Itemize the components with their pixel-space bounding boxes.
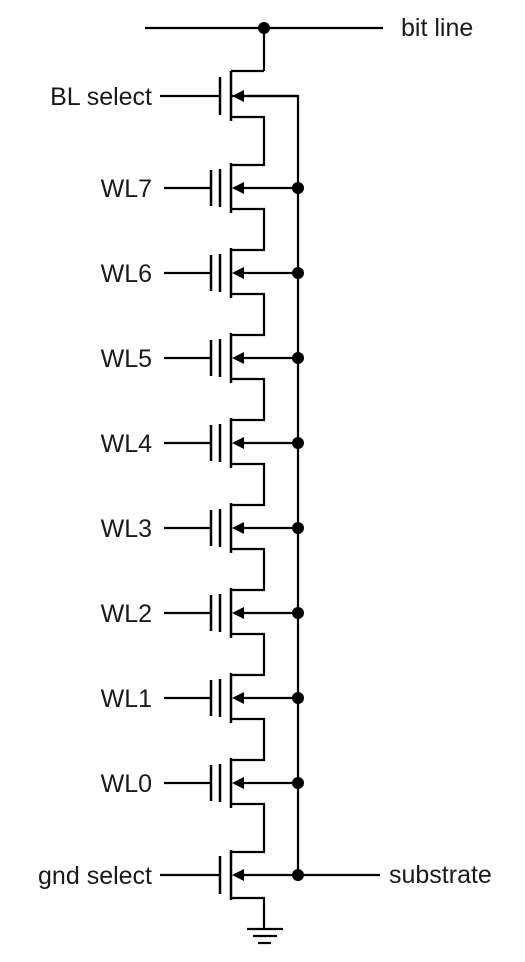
series-link-wire xyxy=(231,547,266,592)
junction-dot-icon xyxy=(292,352,304,364)
series-link-wire xyxy=(231,802,266,854)
body-arrow-icon xyxy=(232,692,244,704)
body-arrow-icon xyxy=(232,607,244,619)
body-arrow-icon xyxy=(232,869,244,881)
transistor-wl1 xyxy=(164,673,298,723)
wires-layer xyxy=(145,26,383,929)
gate-label: WL6 xyxy=(101,260,152,288)
junction-dot-icon xyxy=(292,692,304,704)
junctions-layer xyxy=(258,22,304,881)
transistor-gnd-select xyxy=(160,850,298,900)
transistor-wl7 xyxy=(164,163,298,213)
body-arrow-icon xyxy=(232,90,244,102)
labels-layer: bit line substrate BL selectWL7WL6WL5WL4… xyxy=(38,14,492,890)
junction-dot-icon xyxy=(292,869,304,881)
gate-label: WL7 xyxy=(101,175,152,203)
transistor-wl0 xyxy=(164,758,298,808)
body-arrow-icon xyxy=(232,437,244,449)
series-link-wire xyxy=(231,207,266,252)
series-link-wire xyxy=(231,377,266,422)
gate-label: WL4 xyxy=(101,430,153,458)
transistors-layer xyxy=(160,71,298,945)
junction-dot-icon xyxy=(292,437,304,449)
gate-label: WL1 xyxy=(101,685,152,713)
body-arrow-icon xyxy=(232,352,244,364)
series-link-wire xyxy=(231,462,266,507)
gate-label: BL select xyxy=(50,83,152,111)
transistor-bl-select xyxy=(160,71,298,121)
gate-label: gnd select xyxy=(38,862,152,890)
series-link-wire xyxy=(231,115,266,167)
junction-dot-icon xyxy=(292,522,304,534)
transistor-wl4 xyxy=(164,418,298,468)
gate-label: WL5 xyxy=(101,345,152,373)
transistor-wl3 xyxy=(164,503,298,553)
body-arrow-icon xyxy=(232,522,244,534)
gate-label: WL3 xyxy=(101,515,152,543)
transistor-wl6 xyxy=(164,248,298,298)
ground-symbol-icon xyxy=(247,927,283,945)
junction-dot-icon xyxy=(292,607,304,619)
junction-dot-icon xyxy=(292,267,304,279)
series-link-wire xyxy=(231,292,266,337)
source-wire xyxy=(231,896,266,929)
bit-line-junction-icon xyxy=(258,22,270,34)
transistor-wl5 xyxy=(164,333,298,383)
gate-label: WL0 xyxy=(101,770,152,798)
junction-dot-icon xyxy=(292,182,304,194)
body-arrow-icon xyxy=(232,777,244,789)
body-arrow-icon xyxy=(232,267,244,279)
junction-dot-icon xyxy=(292,777,304,789)
substrate-label: substrate xyxy=(389,861,492,889)
series-link-wire xyxy=(231,632,266,677)
bit-line-label: bit line xyxy=(401,14,473,42)
gate-label: WL2 xyxy=(101,600,152,628)
transistor-wl2 xyxy=(164,588,298,638)
body-arrow-icon xyxy=(232,182,244,194)
series-link-wire xyxy=(231,717,266,762)
